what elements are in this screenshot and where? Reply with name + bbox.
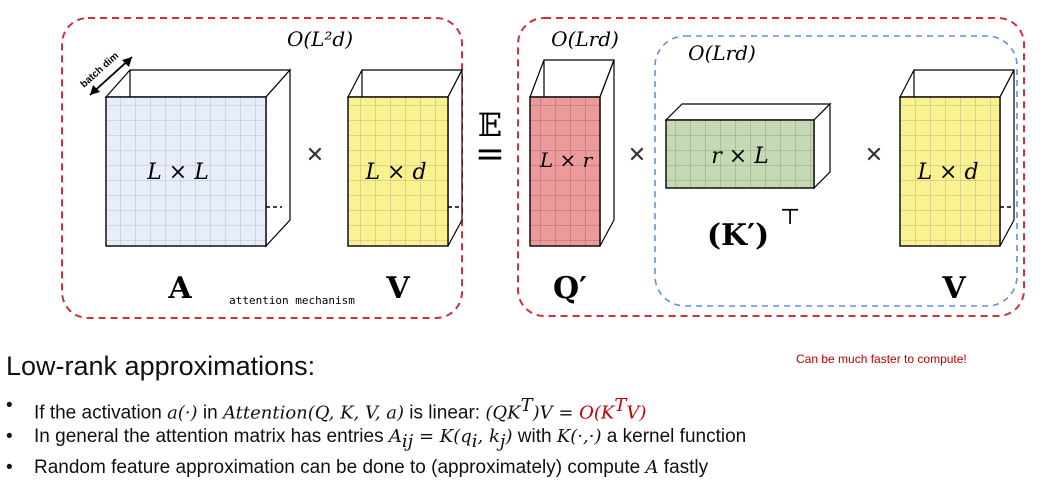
attention-diagram: batch dim L × L A O(L²d) ✕ L × d V atten… — [61, 17, 1025, 319]
math-sub: j — [499, 430, 506, 452]
bullet-list: If the activation a(·) in Attention(Q, K… — [0, 390, 746, 483]
matrix-v-right-dims: L × d — [916, 160, 978, 185]
equals-symbol: = — [475, 134, 505, 175]
math: A — [388, 426, 402, 447]
math: (QK — [485, 402, 521, 424]
math: , k — [477, 426, 500, 447]
complexity-k: O(Lrd) — [688, 41, 756, 65]
kv-group-frame — [654, 35, 1018, 307]
math: )V = — [532, 402, 580, 424]
matrix-v-left-dims: L × d — [364, 160, 426, 185]
math-highlight: O(K — [579, 402, 615, 424]
math-sup: T — [614, 395, 627, 416]
bullet-text: fastly — [658, 457, 709, 478]
math: a(·) — [167, 402, 198, 424]
math: = K(q — [413, 426, 472, 447]
matrix-k-dims: r × L — [711, 144, 769, 169]
label-k: (K′) — [707, 218, 769, 253]
bullet-text: If the activation — [34, 402, 168, 424]
complexity-q: O(Lrd) — [551, 27, 619, 51]
label-v-right: V — [941, 271, 966, 306]
bullet-text: with — [512, 426, 557, 447]
bullet-text: in — [197, 402, 223, 424]
expectation-symbol: 𝔼 — [478, 106, 502, 144]
math: Attention(Q, K, V, a) — [222, 402, 405, 424]
bullet-random-features: Random feature approximation can be done… — [0, 452, 746, 483]
matrix-q-dims: L × r — [539, 148, 594, 172]
math-sup: T — [520, 395, 533, 416]
speedup-note: Can be much faster to compute! — [796, 352, 967, 366]
matrix-q — [529, 59, 615, 247]
label-k-sup: ⊤ — [780, 205, 801, 230]
label-a: A — [167, 271, 192, 306]
matrix-v-left — [347, 69, 463, 247]
right-group-frame — [517, 17, 1025, 317]
label-q: Q′ — [553, 271, 587, 306]
batch-dim-arrow — [89, 56, 133, 96]
label-v-left: V — [385, 271, 410, 306]
matrix-k — [664, 102, 832, 190]
bullet-text: is linear: — [404, 402, 486, 424]
times-symbol-3: ✕ — [865, 142, 883, 167]
bullet-text: Random feature approximation can be done… — [34, 457, 646, 478]
bullet-text: In general the attention matrix has entr… — [34, 426, 389, 447]
math: A — [645, 457, 659, 478]
slide-title: Low-rank approximations: — [6, 351, 316, 381]
caption-attention: attention mechanism — [229, 294, 355, 307]
left-group-frame — [61, 17, 463, 319]
batch-dim-label: batch dim — [79, 50, 122, 90]
math: ) — [505, 426, 513, 447]
bullet-text: a kernel function — [601, 426, 747, 447]
complexity-left: O(L²d) — [287, 27, 353, 51]
math-highlight: V) — [626, 402, 647, 424]
math: K(·,·) — [556, 426, 602, 447]
bullet-kernel-entries: In general the attention matrix has entr… — [0, 421, 746, 452]
math-sub: i — [471, 430, 478, 452]
bullet-linear-activation: If the activation a(·) in Attention(Q, K… — [0, 390, 746, 424]
times-symbol-2: ✕ — [628, 142, 646, 167]
times-symbol-1: ✕ — [306, 142, 324, 167]
math-sub: ij — [401, 430, 414, 452]
matrix-a — [104, 68, 292, 248]
matrix-v-right — [899, 69, 1015, 247]
matrix-a-dims: L × L — [146, 160, 209, 185]
